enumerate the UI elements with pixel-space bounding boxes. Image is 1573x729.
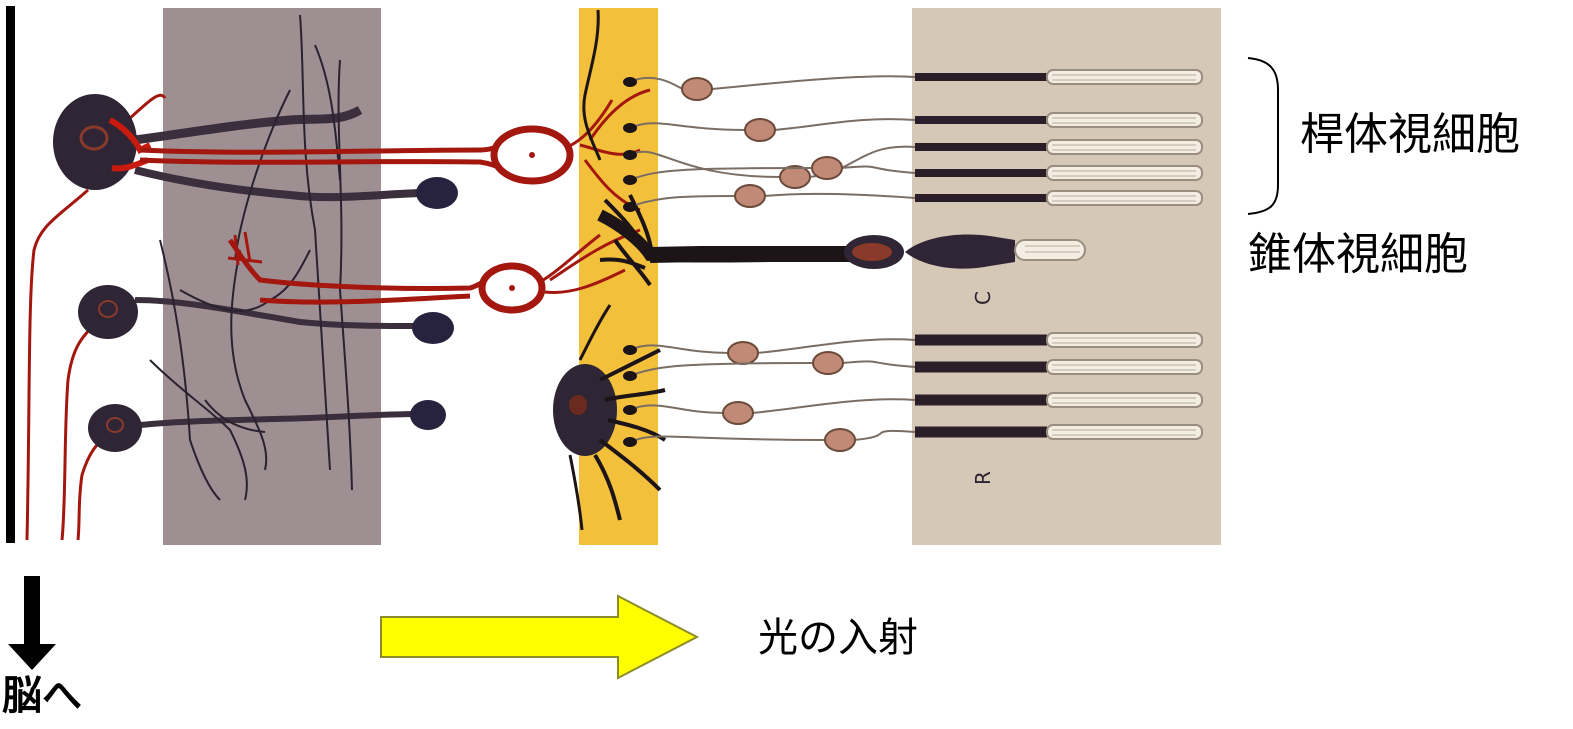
- light-incidence-label: 光の入射: [758, 618, 918, 658]
- nerve-fiber-boundary: [6, 6, 15, 543]
- down-arrow-icon: [8, 576, 56, 670]
- cone-marker: C: [971, 291, 995, 305]
- to-brain-label: 脳へ: [2, 676, 82, 716]
- cone-pedicle-arbor: [600, 195, 850, 285]
- right-arrow-icon: [381, 596, 697, 678]
- rod-cells-label: 桿体視細胞: [1300, 113, 1520, 157]
- axon-bundle: [27, 190, 114, 540]
- photoreceptor-layer-band: [912, 8, 1221, 545]
- amacrine-cell-1: [416, 177, 458, 209]
- cone-cell-label: 錐体視細胞: [1248, 233, 1468, 277]
- ganglion-layer-band: [163, 8, 381, 545]
- amacrine-cell-2: [412, 312, 454, 344]
- amacrine-cell-3: [410, 400, 446, 430]
- rod-marker: R: [971, 471, 995, 485]
- rod-group-bracket: [1248, 58, 1278, 214]
